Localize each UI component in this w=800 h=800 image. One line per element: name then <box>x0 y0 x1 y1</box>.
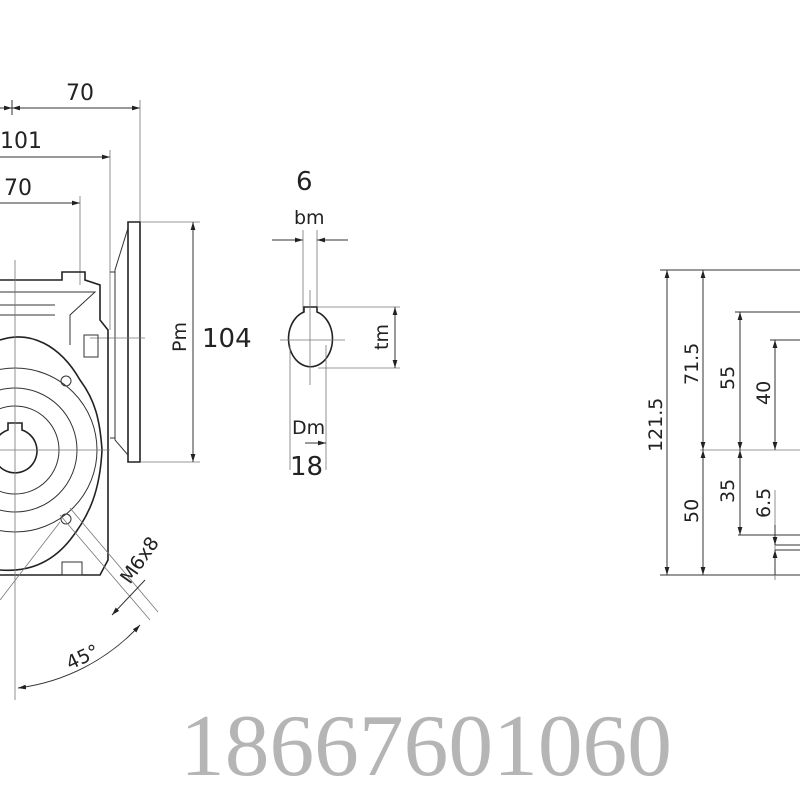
tm-label: tm <box>371 324 393 350</box>
bm-label: bm <box>294 207 325 229</box>
dim-71-5: 71.5 <box>681 343 703 385</box>
output-flange <box>90 221 200 463</box>
dm-label: Dm <box>292 417 325 439</box>
dim-housing-70: 70 <box>4 176 32 201</box>
dim-40: 40 <box>753 381 775 405</box>
pm-label: Pm <box>169 322 191 352</box>
dim-overall-70: 70 <box>66 81 94 106</box>
shaft-keyway-section <box>272 230 400 470</box>
top-dimensions <box>0 100 141 330</box>
mount-thread-callout <box>0 507 159 690</box>
thread-label: M6x8 <box>116 533 164 588</box>
dm-value: 18 <box>290 452 323 482</box>
dim-121-5: 121.5 <box>645 398 667 452</box>
pm-value: 104 <box>202 324 252 354</box>
dim-6-5: 6.5 <box>753 488 775 518</box>
side-view-dimensions <box>660 269 800 580</box>
bm-value: 6 <box>296 167 313 197</box>
dim-50: 50 <box>681 499 703 523</box>
dim-55: 55 <box>717 366 739 390</box>
angle-label: 45° <box>63 640 103 674</box>
watermark: 18667601060 <box>180 698 672 795</box>
dim-35: 35 <box>717 479 739 503</box>
dim-101: 101 <box>0 129 42 154</box>
gearbox-housing <box>0 260 110 700</box>
